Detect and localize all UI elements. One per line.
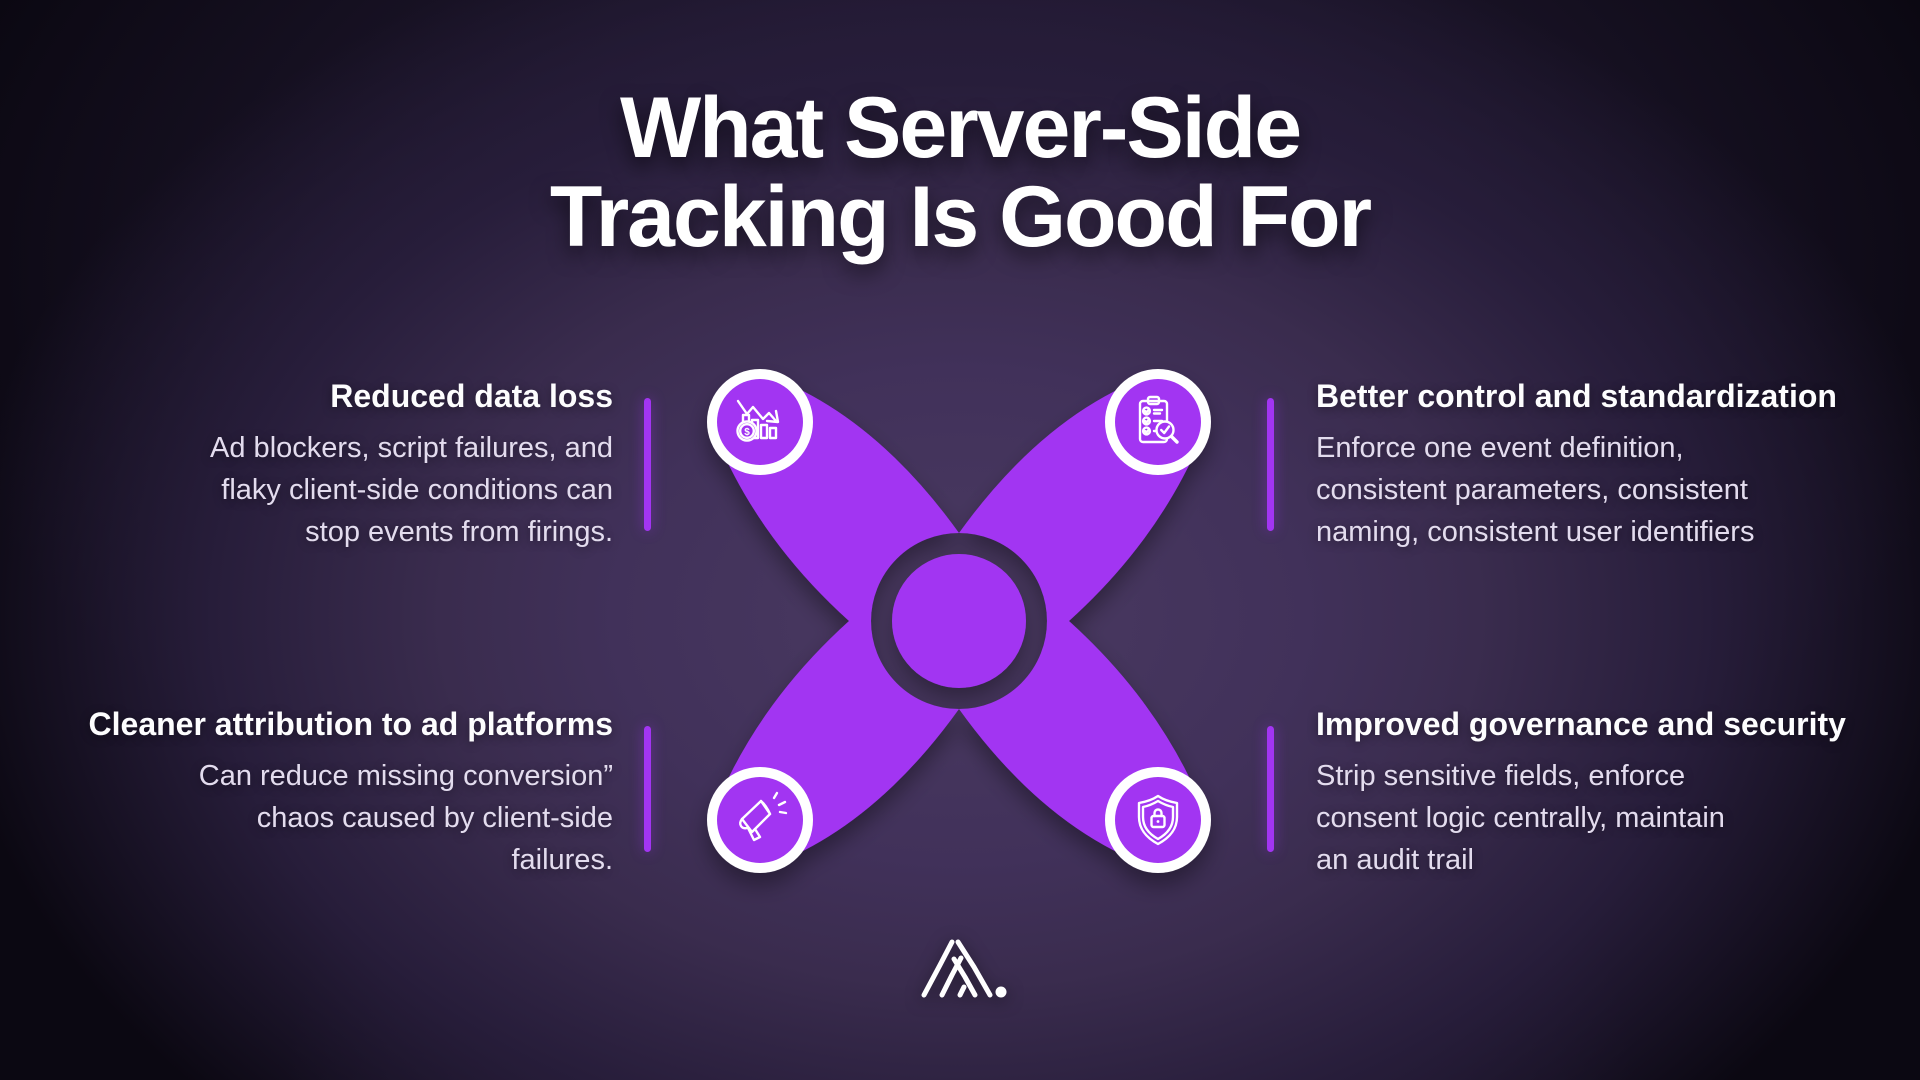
page-title: What Server-Side Tracking Is Good For (0, 80, 1920, 266)
center-hub-disc (871, 533, 1047, 709)
body-line: Ad blockers, script failures, and (210, 432, 613, 465)
section-heading: Better control and standardization (1316, 378, 1837, 414)
body-line: naming, consistent user identifiers (1316, 516, 1755, 549)
medallion-reduced-data-loss: $ (707, 369, 813, 475)
page-title-line2: Tracking Is Good For (549, 169, 1372, 266)
accent-divider-bar (644, 726, 651, 852)
section-cleaner-attribution: Cleaner attribution to ad platforms Can … (89, 705, 613, 881)
icon-medallions: $ (707, 369, 1211, 873)
body-line: chaos caused by client-side (256, 802, 613, 835)
section-heading: Cleaner attribution to ad platforms (88, 706, 613, 742)
section-body: Can reduce missing conversion” chaos cau… (89, 755, 613, 881)
shield-lock-icon (1137, 794, 1179, 846)
body-line: Enforce one event definition, (1316, 432, 1684, 465)
medallion-improved-governance (1105, 767, 1211, 873)
section-body: Enforce one event definition, consistent… (1316, 427, 1837, 553)
accent-divider-bar (1267, 398, 1274, 531)
accent-divider-bar (1267, 726, 1274, 852)
body-line: consent logic centrally, maintain (1316, 802, 1725, 835)
body-line: stop events from firings. (305, 516, 613, 549)
central-x-connector-graphic: $ (707, 369, 1211, 873)
section-better-control: Better control and standardization Enfor… (1316, 377, 1837, 553)
logo-period-dot (995, 986, 1007, 998)
accent-divider-bar (644, 398, 651, 531)
section-heading: Improved governance and security (1316, 706, 1846, 742)
page-title-line1: What Server-Side (619, 80, 1302, 176)
body-line: an audit trail (1316, 844, 1474, 877)
body-line: failures. (511, 844, 613, 877)
section-body: Strip sensitive fields, enforce consent … (1316, 755, 1846, 881)
declining-revenue-chart-icon: $ (736, 399, 780, 442)
medallion-better-control (1105, 369, 1211, 475)
brand-logo (921, 939, 1007, 998)
section-body: Ad blockers, script failures, and flaky … (210, 427, 613, 553)
stylized-a-icon (921, 939, 993, 998)
body-line: Strip sensitive fields, enforce (1316, 760, 1686, 793)
section-improved-governance: Improved governance and security Strip s… (1316, 705, 1846, 881)
medallion-cleaner-attribution (707, 767, 813, 873)
body-line: flaky client-side conditions can (221, 474, 613, 507)
megaphone-icon (739, 791, 788, 842)
section-heading: Reduced data loss (330, 378, 613, 414)
section-reduced-data-loss: Reduced data loss Ad blockers, script fa… (210, 377, 613, 553)
body-line: consistent parameters, consistent (1316, 474, 1748, 507)
audit-checklist-icon (1138, 395, 1179, 444)
body-line: Can reduce missing conversion” (198, 760, 613, 793)
svg-text:$: $ (744, 427, 750, 438)
